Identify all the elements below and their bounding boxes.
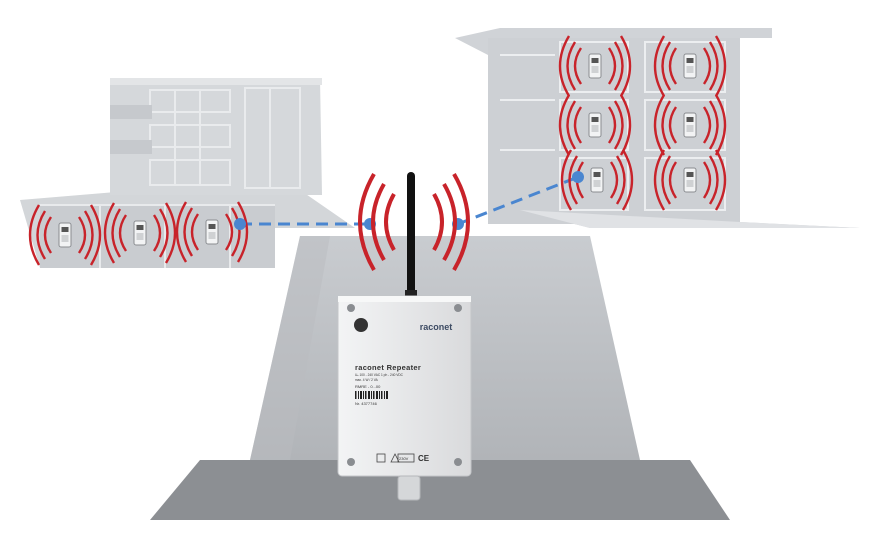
node-left-meter — [234, 218, 246, 230]
middle-apartment-building — [110, 78, 322, 195]
repeater-radio-waves — [358, 172, 470, 272]
left-low-building — [20, 190, 355, 268]
barcode — [355, 391, 388, 399]
radio-link-right — [457, 175, 579, 226]
repeater-device — [337, 295, 472, 501]
node-right-meter — [572, 171, 584, 183]
